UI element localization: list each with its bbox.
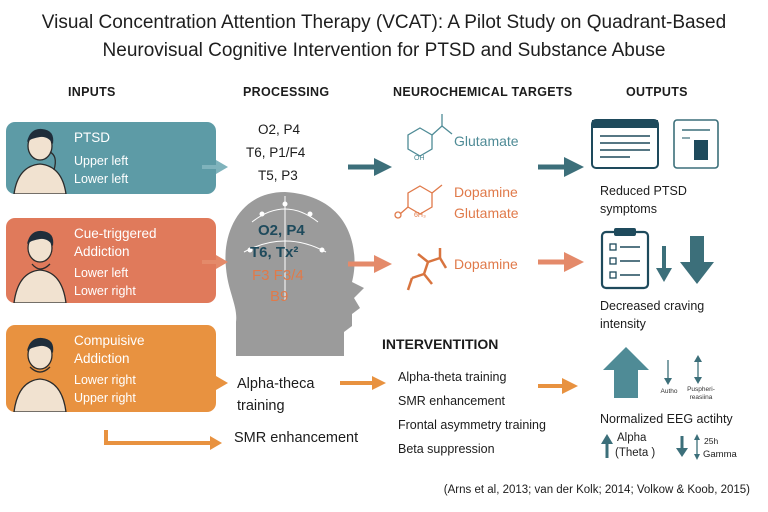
head-label: B9 [270, 288, 289, 305]
smr-label: SMR enhancement [234, 430, 359, 446]
down-arrow-icon [680, 236, 714, 284]
column-header-outputs: OUTPUTS [626, 85, 688, 99]
hbond-label: 6H₃ [414, 212, 426, 219]
arrow-right-icon [202, 255, 228, 269]
column-header-inputs: INPUTS [68, 85, 116, 99]
processing-site: O2, P4 [258, 122, 301, 137]
checklist-clipboard-icon [600, 228, 650, 290]
gamma-label: Gamma [703, 449, 737, 460]
person-icon [13, 230, 67, 303]
diagram-title-line-1: Visual Concentration Attention Therapy (… [41, 12, 727, 33]
small-label: Autho [660, 388, 678, 395]
input-region: Lower left [74, 172, 129, 186]
target-glutamate: Glutamate [454, 205, 519, 221]
column-header-targets: NEUROCHEMICAL TARGETS [393, 85, 573, 99]
double-arrow-icon [694, 355, 702, 384]
citation: (Arns et al, 2013; van der Kolk; 2014; V… [443, 484, 750, 496]
training-label: Alpha-theca [237, 376, 315, 392]
l-arrow-icon [104, 430, 222, 450]
arrow-right-icon [538, 252, 584, 272]
arrow-right-icon [538, 157, 584, 177]
input-region: Lower right [74, 373, 136, 387]
dopamine-molecule-icon [394, 184, 443, 219]
person-icon [13, 337, 67, 412]
arrow-right-icon [348, 158, 392, 176]
diagram-title-line-2: Neurovisual Cognitive Intervention for P… [102, 40, 666, 61]
processing-site: T5, P3 [258, 168, 298, 183]
column-header-processing: PROCESSING [243, 85, 330, 99]
arrow-right-icon [202, 160, 228, 174]
arrow-right-icon [538, 378, 578, 394]
dopamine-structure-icon [406, 248, 448, 291]
intervention-item: Alpha-theta training [398, 370, 507, 384]
head-label: O2, P4 [258, 222, 305, 239]
small-label: Puspheri- [687, 386, 715, 393]
input-name-line: Addiction [74, 244, 130, 259]
input-card-ptsd: PTSD Upper left Lower left [6, 122, 216, 194]
output-reduced-ptsd: symptoms [600, 202, 657, 216]
intervention-item: Frontal asymmetry training [398, 418, 546, 432]
head-label: T6, Tx² [250, 244, 299, 261]
input-name-line: Addiction [74, 351, 130, 366]
head-label: F3 F3/4 [252, 267, 304, 284]
target-glutamate: Glutamate [454, 133, 519, 149]
arrow-right-icon [202, 376, 228, 390]
arrow-right-icon [340, 376, 386, 390]
gamma-frequency-label: 25h [704, 436, 719, 446]
arrow-right-icon [348, 255, 392, 273]
intervention-item: Beta suppression [398, 442, 495, 456]
gamma-double-arrow-icon [694, 434, 700, 460]
input-region: Upper left [74, 154, 129, 168]
input-region: Lower right [74, 284, 136, 298]
clipboard-document-icon [673, 119, 719, 169]
output-reduced-ptsd: Reduced PTSD [600, 184, 687, 198]
input-region: Lower left [74, 266, 129, 280]
intervention-heading: INTERVENTITION [382, 336, 499, 352]
head-silhouette [225, 192, 364, 356]
glutamate-molecule-icon [407, 114, 453, 157]
oh-label: OH [414, 155, 425, 162]
training-label: training [237, 398, 285, 414]
theta-down-arrow-icon [676, 436, 688, 457]
alpha-label: Alpha [617, 432, 647, 444]
output-normalized-eeg: Normalized EEG actihty [600, 412, 733, 426]
input-card-compulsive-addiction: Compuisive Addiction Lower right Upper r… [6, 325, 216, 412]
input-region: Upper right [74, 391, 136, 405]
output-decreased-craving: Decreased craving [600, 299, 705, 313]
theta-label: (Theta ) [615, 447, 656, 459]
person-icon [13, 128, 67, 194]
alpha-up-arrow-icon [601, 434, 613, 458]
processing-site: T6, P1/F4 [246, 145, 306, 160]
up-arrow-icon [603, 347, 649, 398]
input-card-cue-triggered-addiction: Cue-triggered Addiction Lower left Lower… [6, 218, 216, 303]
down-arrow-icon [656, 246, 672, 282]
input-name-line: Cue-triggered [74, 226, 157, 241]
input-name-line: Compuisive [74, 333, 145, 348]
small-down-arrow-icon [664, 360, 672, 385]
input-name-ptsd: PTSD [74, 130, 111, 145]
intervention-item: SMR enhancement [398, 394, 506, 408]
target-dopamine: Dopamine [454, 184, 518, 200]
report-document-icon [591, 119, 659, 169]
target-dopamine: Dopamine [454, 256, 518, 272]
output-decreased-craving: intensity [600, 317, 646, 331]
small-label: reasiina [689, 394, 713, 401]
